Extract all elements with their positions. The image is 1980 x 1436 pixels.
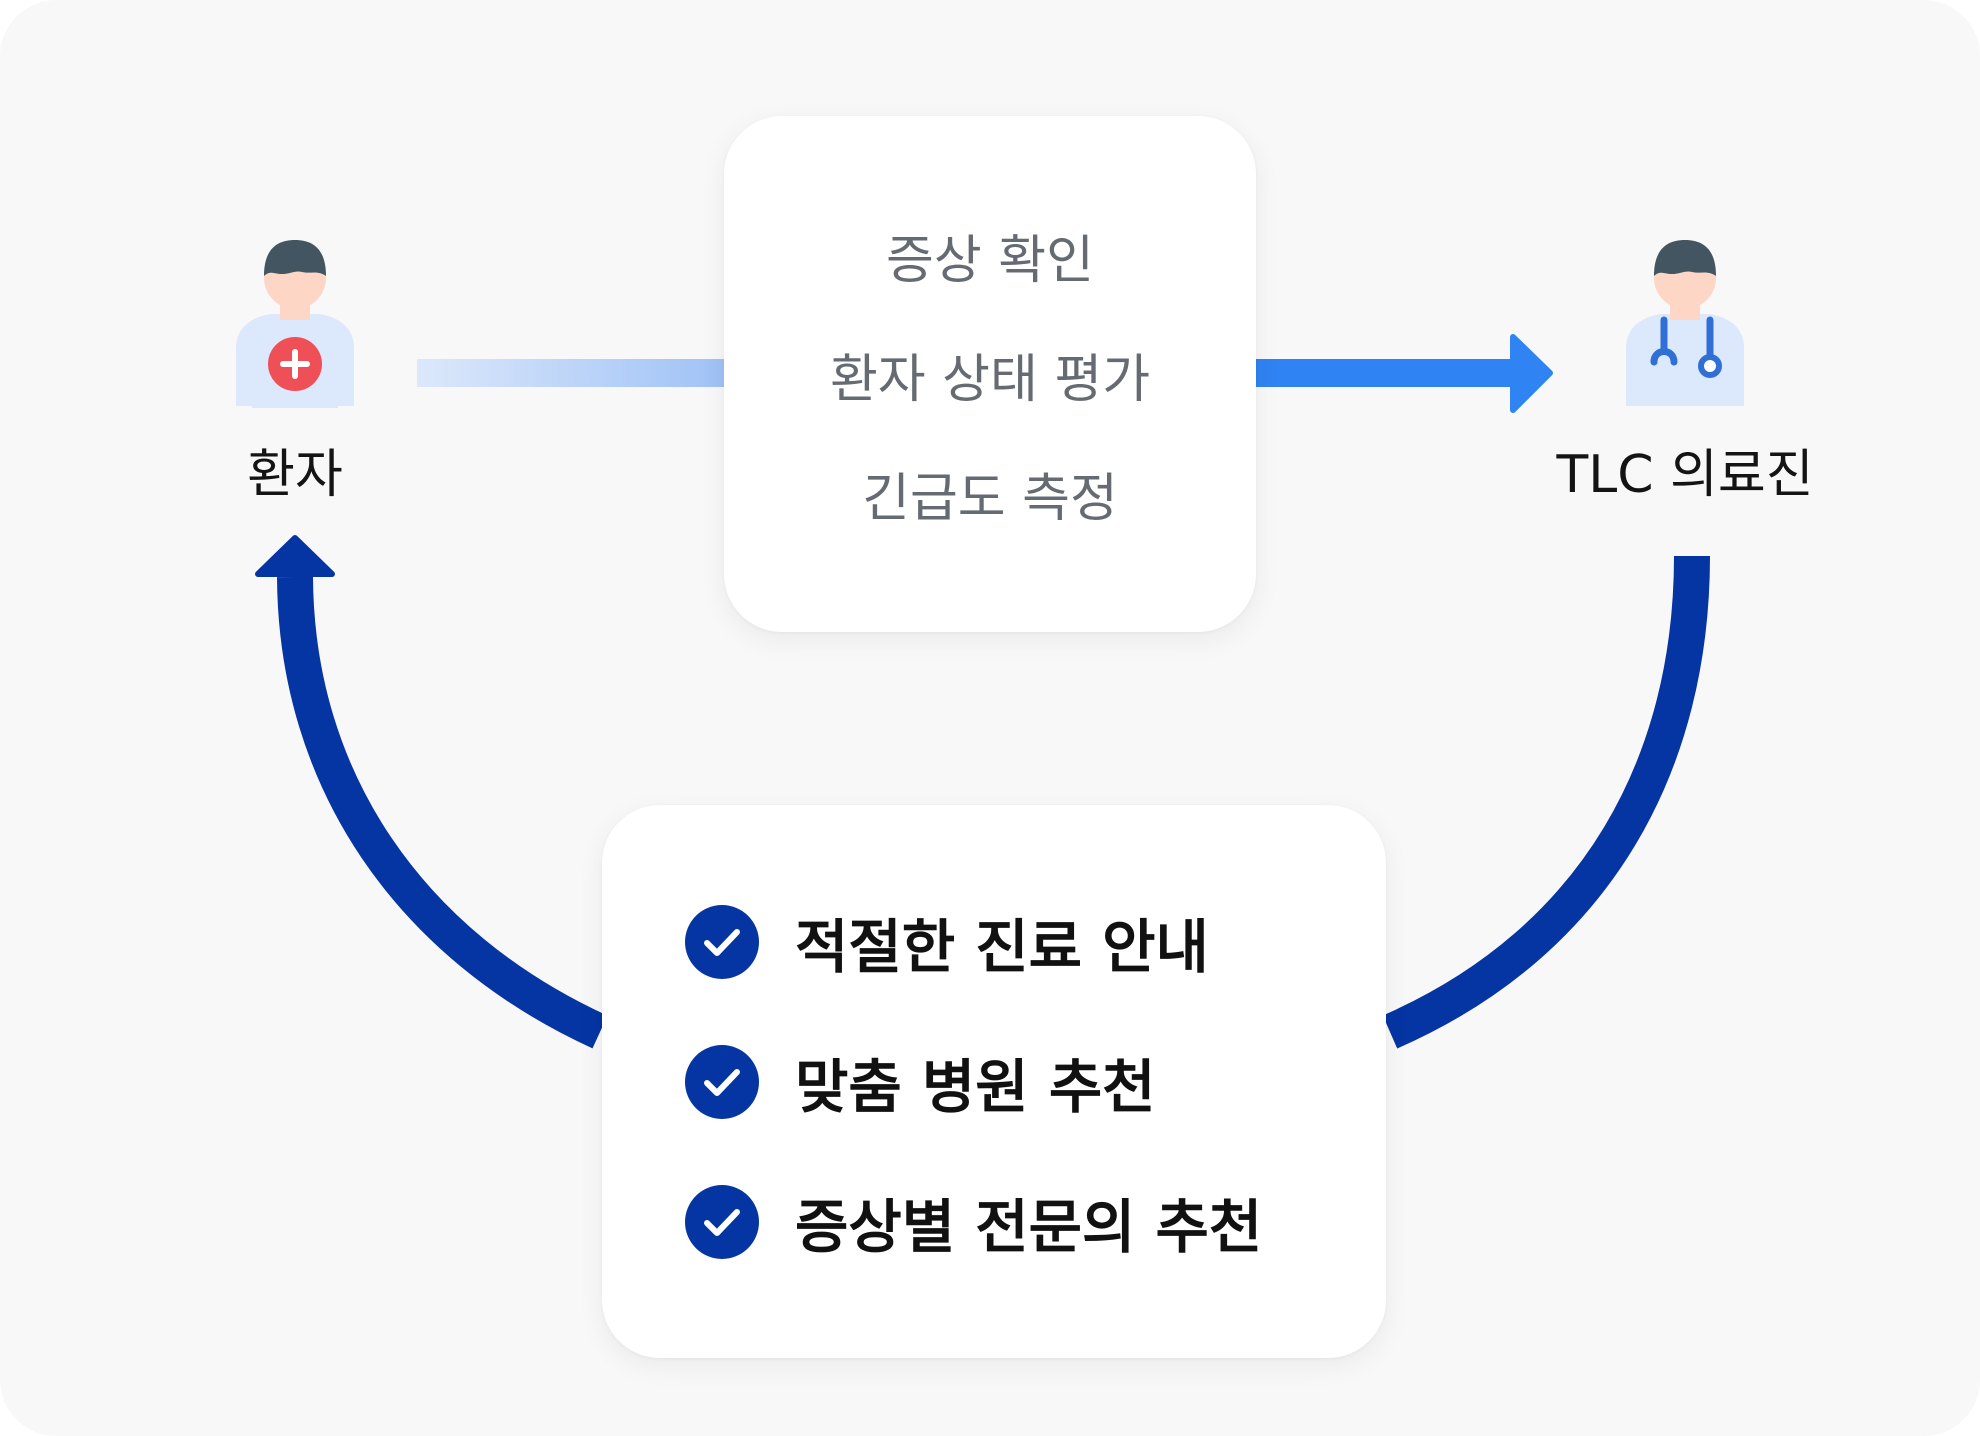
assessment-card: 증상 확인 환자 상태 평가 긴급도 측정: [724, 116, 1256, 632]
patient-to-assessment-connector: [417, 359, 725, 387]
assessment-step: 긴급도 측정: [862, 468, 1118, 529]
patient-icon: [236, 240, 354, 408]
outcome-item: 적절한 진료 안내: [685, 872, 1386, 1012]
check-circle-icon: [685, 1044, 759, 1119]
outcome-card: 적절한 진료 안내 맞춤 병원 추천 증상별 전문의 추천: [602, 805, 1386, 1358]
staff-to-outcome-arc: [1382, 555, 1710, 1049]
outcome-item-label: 적절한 진료 안내: [795, 912, 1209, 981]
patient-node: 환자: [195, 236, 395, 507]
outcome-item: 증상별 전문의 추천: [685, 1152, 1386, 1292]
outcome-item-label: 맞춤 병원 추천: [795, 1052, 1156, 1121]
medical-staff-node: TLC 의료진: [1535, 236, 1835, 507]
outcome-item: 맞춤 병원 추천: [685, 1012, 1386, 1152]
outcome-to-patient-return-arrow: [255, 535, 608, 1049]
check-circle-icon: [685, 1184, 759, 1259]
assessment-step: 증상 확인: [886, 230, 1094, 291]
outcome-item-label: 증상별 전문의 추천: [795, 1192, 1263, 1261]
assessment-to-staff-arrow: [1256, 334, 1553, 413]
doctor-stethoscope-icon: [1626, 240, 1744, 406]
check-circle-icon: [685, 904, 759, 979]
medical-staff-label: TLC 의료진: [1556, 445, 1814, 505]
assessment-step: 환자 상태 평가: [829, 349, 1151, 410]
patient-label: 환자: [247, 445, 343, 505]
